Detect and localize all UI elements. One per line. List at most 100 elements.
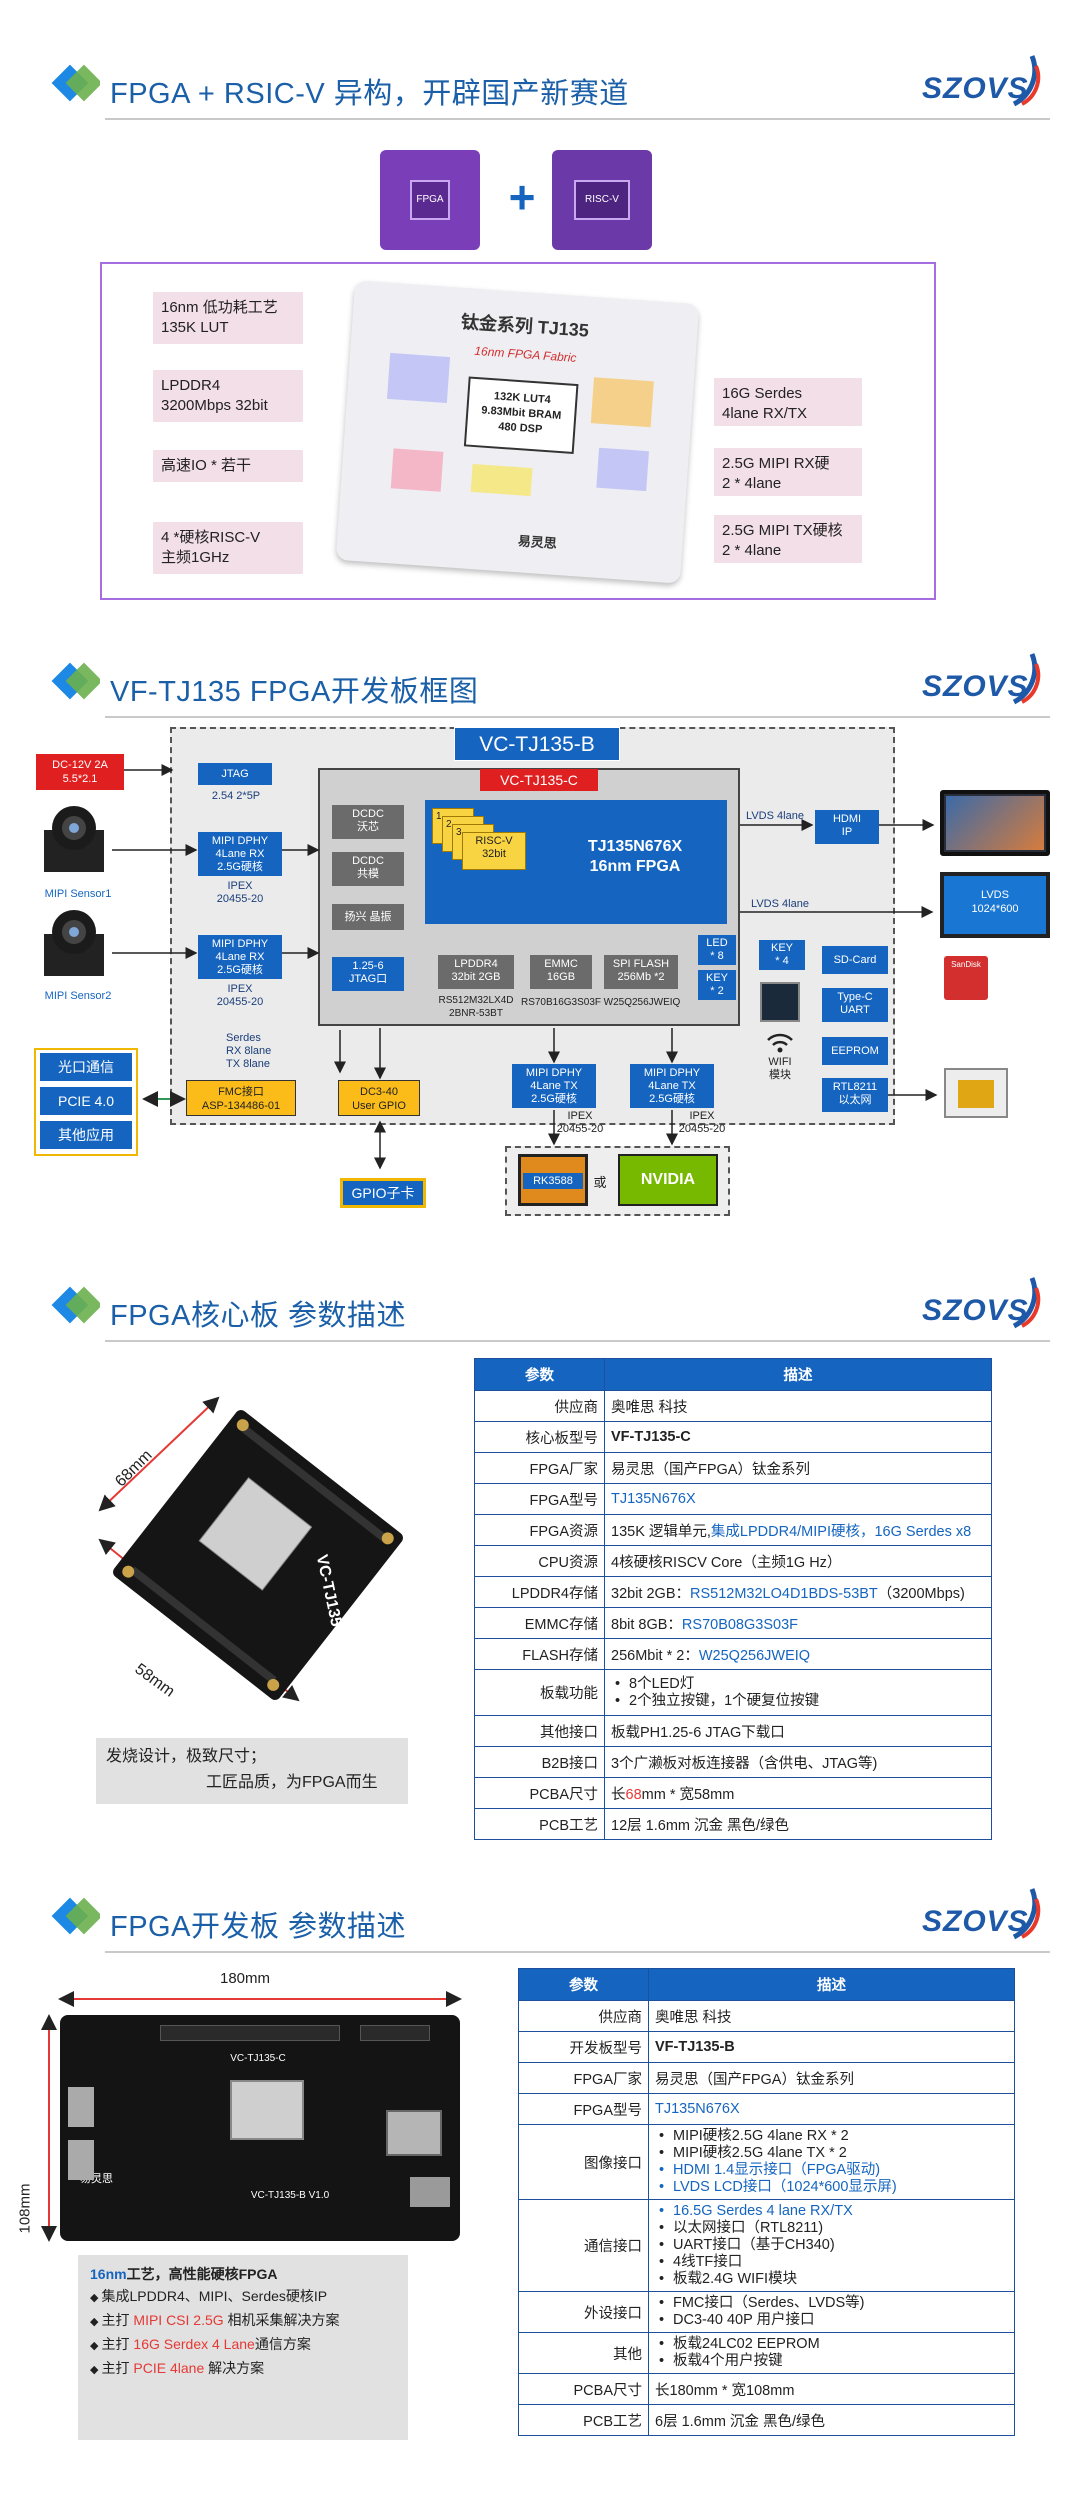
header-param: 参数 [518, 1968, 649, 2001]
mipi-sensor1-label: MIPI Sensor1 [44, 888, 112, 900]
app-pcie: PCIE 4.0 [40, 1087, 132, 1115]
mipi-rx1-block: MIPI DPHY 4Lane RX 2.5G硬核 [198, 832, 282, 876]
tj135-title: 钛金系列 TJ135 [460, 311, 590, 341]
jtag-header: JTAG [198, 763, 272, 785]
table-row: 其他接口板载PH1.25-6 JTAG下载口 [474, 1715, 992, 1747]
lvds-arrow [740, 906, 934, 918]
feature-riscv: 4 *硬核RISC-V 主频1GHz [153, 522, 303, 574]
core-board-image [98, 1396, 403, 1702]
szovs-logo: SZOVS [922, 650, 1062, 710]
rx-to-core-arrows [282, 844, 320, 959]
sensor1-arrow [112, 844, 198, 856]
table-row: 其他板载24LC02 EEPROM板载4个用户按键 [518, 2332, 1015, 2374]
sdcard-block: SD-Card [822, 946, 888, 974]
oscillator-block: 扬兴 晶振 [332, 904, 404, 930]
lvds-panel: LVDS 1024*600 [940, 872, 1050, 938]
core-board-caption: 发烧设计，极致尺寸； 工匠品质，为FPGA而生 [96, 1738, 408, 1804]
fpga-process: 16nm FPGA [589, 858, 681, 875]
dc340-to-gpio-arrow [374, 1120, 386, 1170]
plus-icon: + [508, 171, 536, 223]
block-lpddr4-ctrl [386, 352, 451, 404]
serdes-label: Serdes RX 8lane TX 8lane [226, 1032, 272, 1070]
table-header: 参数描述 [474, 1358, 992, 1391]
fpga-chip-image: FPGA [380, 150, 480, 250]
led-block: LED * 8 [698, 935, 736, 965]
tj135-chip-diagram: 钛金系列 TJ135 16nm FPGA Fabric 132K LUT4 9.… [335, 280, 700, 584]
section-title-block-diagram: VF-TJ135 FPGA开发板框图 [110, 676, 479, 708]
mipi-rx2-connector: IPEX 20455-20 [216, 983, 264, 1008]
efinix-brand: 易灵思 [517, 533, 558, 551]
spi-flash-block: SPI FLASH 256Mb *2 [604, 955, 678, 989]
fpga-chip-label: FPGA [410, 180, 450, 220]
wifi-module-image [760, 982, 800, 1022]
section-title-core-board: FPGA核心板 参数描述 [110, 1300, 407, 1332]
camera-icon [44, 806, 104, 872]
core-key-block: KEY * 2 [698, 970, 736, 1000]
rk3588-label: RK3588 [523, 1173, 583, 1189]
fmc-connector: FMC接口 ASP-134486-01 [186, 1080, 296, 1116]
typec-uart-block: Type-C UART [822, 988, 888, 1022]
title-divider [105, 118, 1050, 120]
table-row: PCBA尺寸长68mm * 宽58mm [474, 1777, 992, 1809]
sdcard-image: SanDisk [944, 956, 988, 1000]
app-optical: 光口通信 [40, 1053, 132, 1081]
mipi-rx2-block: MIPI DPHY 4Lane RX 2.5G硬核 [198, 935, 282, 979]
header-param: 参数 [474, 1358, 605, 1391]
camera-icon [44, 910, 104, 976]
block-serdes [590, 377, 654, 428]
riscv-chip-image: RISC-V [552, 150, 652, 250]
spi-flash-part: W25Q256JWEIQ [603, 997, 681, 1008]
riscv-core-4: RISC-V 32bit [462, 832, 526, 870]
table-row: 外设接口FMC接口（Serdes、LVDS等)DC3-40 40P 用户接口 [518, 2291, 1015, 2333]
width-arrow [58, 1991, 462, 2007]
fabric-resources: 132K LUT4 9.83Mbit BRAM 480 DSP [463, 376, 579, 454]
table-row: 供应商奥唯思 科技 [474, 1390, 992, 1422]
dc-arrow [124, 764, 174, 776]
core-title: VC-TJ135-C [480, 769, 598, 791]
dcdc1-block: DCDC 沃芯 [332, 805, 404, 839]
header-desc: 描述 [604, 1358, 992, 1391]
section-diamond-icon [51, 1286, 100, 1324]
table-row: FPGA厂家易灵思（国产FPGA）钛金系列 [518, 2062, 1015, 2094]
gpio-card: GPIO子卡 [340, 1178, 426, 1208]
sensor2-arrow [112, 947, 198, 959]
block-hsio [470, 463, 533, 497]
feature-hsio: 高速IO * 若干 [153, 450, 303, 482]
hdmi-monitor-image [940, 790, 1050, 856]
szovs-logo: SZOVS [922, 1274, 1062, 1334]
or-label: 或 [593, 1175, 607, 1190]
emmc-block: EMMC 16GB [530, 955, 592, 989]
szovs-logo: SZOVS [922, 1885, 1062, 1945]
dc340-connector: DC3-40 User GPIO [338, 1080, 420, 1116]
apps-group [34, 1048, 138, 1156]
table-row: 图像接口MIPI硬核2.5G 4lane RX * 2MIPI硬核2.5G 4l… [518, 2124, 1015, 2200]
dev-board-image: VC-TJ135-C VC-TJ135-B V1.0 易灵思 [60, 2015, 460, 2241]
wifi-icon [767, 1033, 793, 1053]
table-row: 供应商奥唯思 科技 [518, 2000, 1015, 2032]
hdmi-arrow [740, 819, 814, 831]
feature-mipi-tx: 2.5G MIPI TX硬核 2 * 4lane [714, 515, 862, 563]
mipi-tx2-block: MIPI DPHY 4Lane TX 2.5G硬核 [630, 1064, 714, 1108]
table-row: 板载功能8个LED灯2个独立按键，1个硬复位按键 [474, 1669, 992, 1716]
szovs-logo: SZOVS [922, 52, 1062, 112]
eeprom-block: EEPROM [822, 1037, 888, 1065]
title-divider [105, 1951, 1050, 1953]
feature-process: 16nm 低功耗工艺 135K LUT [153, 292, 303, 344]
title-divider [105, 716, 1050, 718]
fpga-part-number: TJ135N676X [587, 838, 683, 855]
dc-input: DC-12V 2A 5.5*2.1 [36, 754, 124, 790]
section-diamond-icon [51, 64, 100, 102]
dcdc2-block: DCDC 共模 [332, 852, 404, 886]
rk3588-chip: RK3588 [518, 1154, 588, 1206]
nvidia-module: NVIDIA [618, 1154, 718, 1206]
table-row: PCBA尺寸长180mm * 宽108mm [518, 2373, 1015, 2405]
board-title: VC-TJ135-B [454, 727, 620, 761]
